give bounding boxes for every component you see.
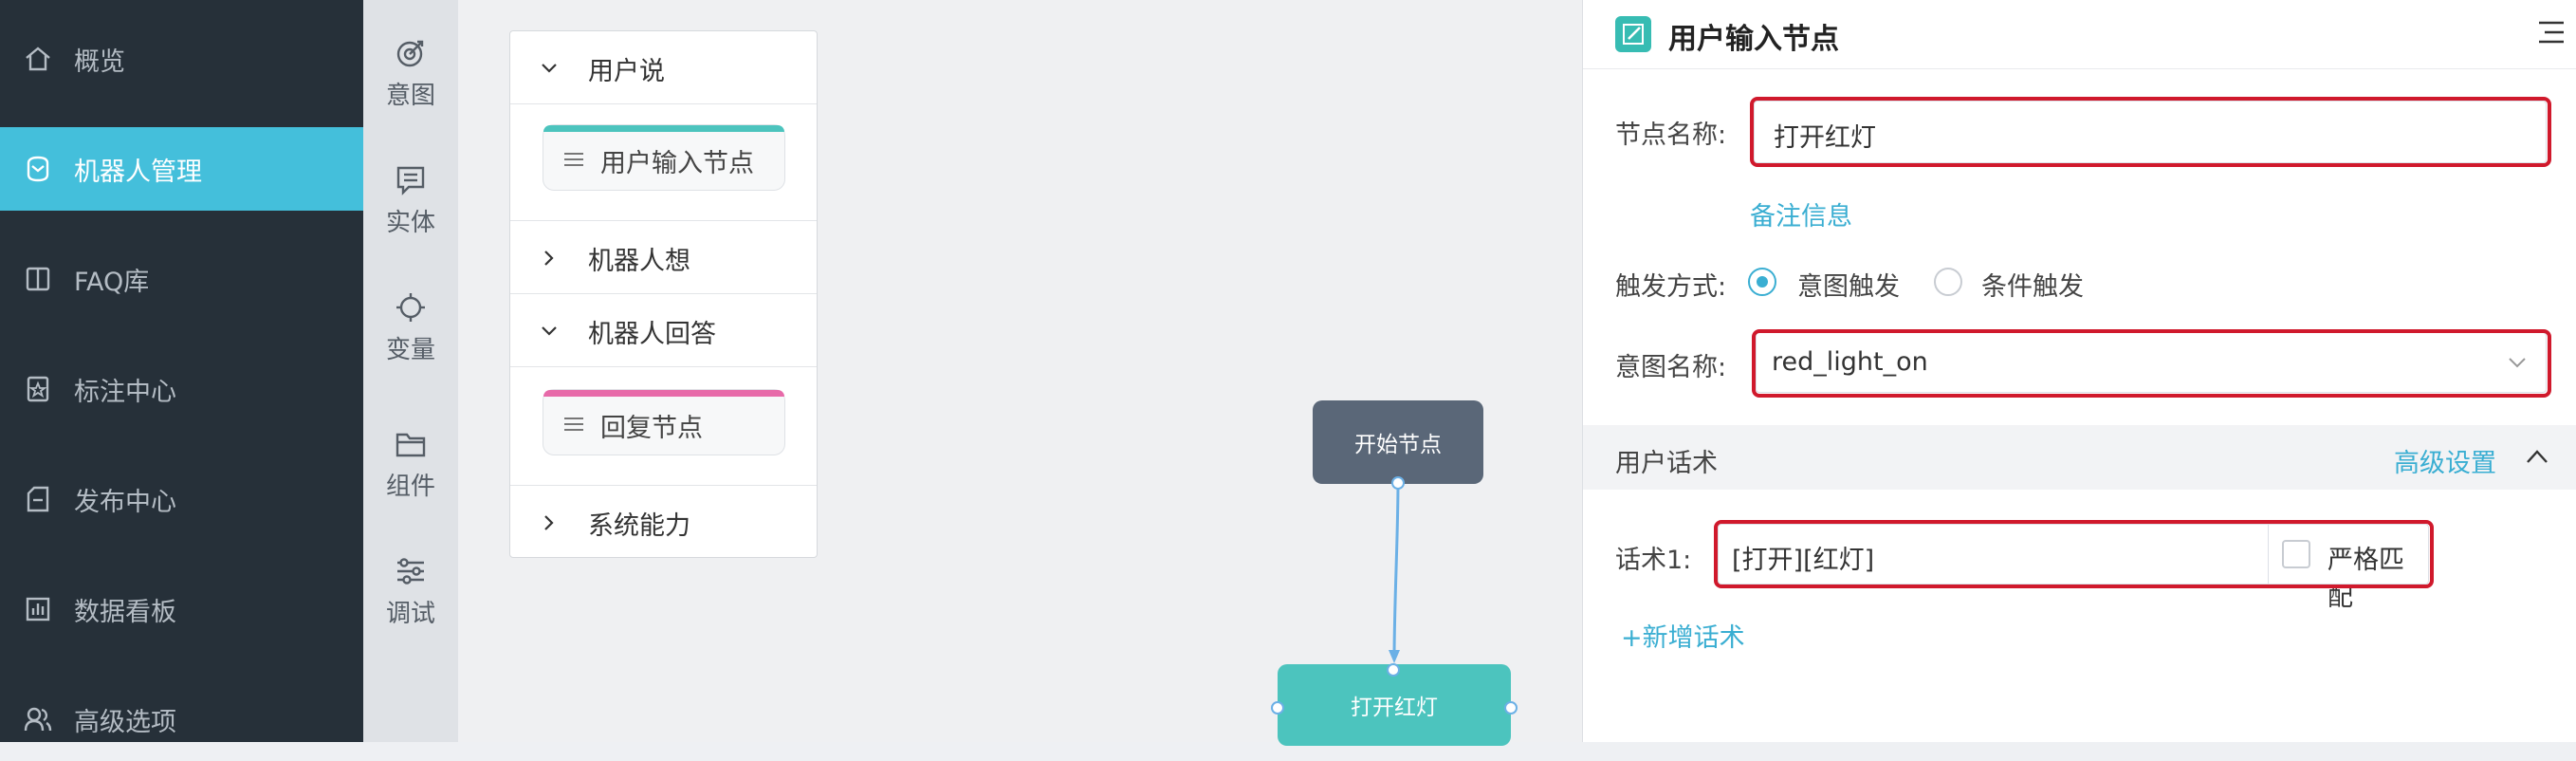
add-phrase-link[interactable]: +新增话术 (1621, 623, 1745, 653)
folder-icon (396, 433, 426, 457)
start-node[interactable]: 开始节点 (1313, 400, 1483, 484)
connection-handle[interactable] (1391, 476, 1405, 490)
robot-icon (27, 156, 49, 182)
palette-category-robot-answers[interactable]: 机器人回答 (510, 294, 817, 367)
tool-variable[interactable]: 变量 (363, 290, 458, 395)
connection-handle[interactable] (1271, 701, 1284, 715)
target-icon (396, 40, 424, 67)
phrase-value: [打开][红灯] (1732, 546, 1875, 575)
nav-item-faq[interactable]: FAQ库 (0, 237, 363, 321)
nav-label: 数据看板 (74, 597, 176, 627)
node-palette: 用户说 用户输入节点 机器人想 机器人回答 回复节点 (509, 30, 818, 558)
nav-label: 标注中心 (74, 377, 176, 407)
node-color-bar (543, 390, 784, 397)
nav-label: 发布中心 (74, 487, 176, 517)
palette-category-label: 系统能力 (588, 511, 690, 541)
home-icon (26, 46, 50, 71)
intent-name-select[interactable]: red_light_on (1756, 332, 2547, 393)
tool-debug[interactable]: 调试 (363, 554, 458, 659)
palette-node-label: 回复节点 (600, 414, 703, 443)
node-color-bar (543, 125, 784, 132)
palette-node-reply[interactable]: 回复节点 (543, 389, 785, 455)
connection-handle[interactable] (1504, 701, 1518, 715)
palette-node-user-input[interactable]: 用户输入节点 (543, 124, 785, 191)
node-properties-panel: 用户输入节点 节点名称: 打开红灯 备注信息 触发方式: 意图触发 条件触发 意… (1582, 0, 2576, 742)
node-label: 打开红灯 (1351, 696, 1438, 720)
intent-trigger-radio[interactable] (1748, 268, 1776, 296)
palette-category-system[interactable]: 系统能力 (510, 486, 817, 558)
connection-handle[interactable] (1387, 663, 1400, 677)
nav-label: 高级选项 (74, 707, 176, 737)
variable-icon (396, 293, 425, 322)
nav-item-advanced[interactable]: 高级选项 (0, 677, 363, 761)
nav-item-publish[interactable]: 发布中心 (0, 457, 363, 541)
panel-header: 用户输入节点 (1583, 0, 2576, 69)
strict-match-addon: 严格匹配 (2268, 524, 2429, 612)
tool-label: 变量 (385, 336, 435, 364)
sliders-icon (397, 558, 424, 585)
chevron-right-icon (544, 251, 554, 266)
user-input-node[interactable]: 打开红灯 (1278, 664, 1511, 746)
palette-category-label: 用户说 (588, 57, 665, 86)
tool-label: 组件 (385, 473, 435, 501)
dashboard-icon (26, 597, 50, 622)
flow-connector (1389, 480, 1400, 663)
main-sidebar: 概览 机器人管理 FAQ库 标注中心 发布中心 (0, 0, 363, 742)
tool-component[interactable]: 组件 (363, 427, 458, 531)
tool-strip: 意图 实体 变量 组件 (363, 0, 458, 742)
intent-name-value: red_light_on (1772, 347, 1928, 377)
palette-category-label: 机器人回答 (588, 320, 716, 349)
tool-label: 实体 (385, 209, 435, 237)
chevron-up-icon[interactable] (2526, 448, 2548, 465)
drag-handle-icon (564, 153, 583, 166)
palette-category-user-says[interactable]: 用户说 (510, 31, 817, 104)
node-name-value: 打开红灯 (1774, 123, 1876, 153)
condition-trigger-label[interactable]: 条件触发 (1981, 272, 2084, 302)
nav-item-dashboard[interactable]: 数据看板 (0, 567, 363, 651)
tool-label: 意图 (385, 82, 435, 110)
intent-name-label: 意图名称: (1615, 353, 1727, 382)
palette-node-label: 用户输入节点 (600, 149, 754, 178)
entity-icon (396, 166, 425, 195)
user-speech-section-header: 用户话术 高级设置 (1583, 425, 2576, 490)
divider (510, 485, 817, 486)
tool-entity[interactable]: 实体 (363, 163, 458, 268)
trigger-label: 触发方式: (1615, 272, 1727, 302)
panel-title: 用户输入节点 (1668, 23, 1839, 56)
node-name-input[interactable]: 打开红灯 (1754, 101, 2547, 163)
nav-label: FAQ库 (74, 267, 150, 297)
nav-label: 机器人管理 (74, 157, 202, 187)
remark-link[interactable]: 备注信息 (1750, 202, 1852, 232)
nav-item-robot-management[interactable]: 机器人管理 (0, 127, 363, 211)
chevron-down-icon (542, 326, 557, 336)
menu-icon[interactable] (2537, 19, 2566, 46)
chevron-down-icon (542, 64, 557, 73)
phrase-label: 话术1: (1615, 546, 1692, 575)
edit-node-icon (1615, 16, 1651, 52)
palette-category-robot-thinks[interactable]: 机器人想 (510, 221, 817, 294)
publish-icon (27, 486, 49, 512)
section-title: 用户话术 (1615, 449, 1718, 478)
star-tag-icon (27, 376, 49, 402)
condition-trigger-radio[interactable] (1934, 268, 1962, 296)
nav-item-overview[interactable]: 概览 (0, 17, 363, 101)
node-label: 开始节点 (1354, 433, 1442, 457)
drag-handle-icon (564, 418, 583, 431)
nav-label: 概览 (74, 46, 125, 77)
palette-category-label: 机器人想 (588, 247, 690, 276)
intent-trigger-label[interactable]: 意图触发 (1797, 272, 1900, 302)
phrase-input[interactable]: [打开][红灯] (1718, 524, 2268, 585)
strict-match-checkbox[interactable] (2282, 540, 2310, 568)
node-name-label: 节点名称: (1615, 121, 1727, 150)
chevron-right-icon (544, 515, 554, 530)
divider (510, 220, 817, 221)
tool-label: 调试 (385, 600, 435, 628)
tool-intent[interactable]: 意图 (363, 36, 458, 140)
advanced-settings-link[interactable]: 高级设置 (2394, 449, 2496, 478)
nav-item-annotation[interactable]: 标注中心 (0, 347, 363, 431)
book-icon (26, 267, 50, 291)
strict-match-label[interactable]: 严格匹配 (2328, 546, 2404, 612)
chevron-down-icon (2509, 358, 2526, 368)
users-icon (24, 707, 52, 732)
